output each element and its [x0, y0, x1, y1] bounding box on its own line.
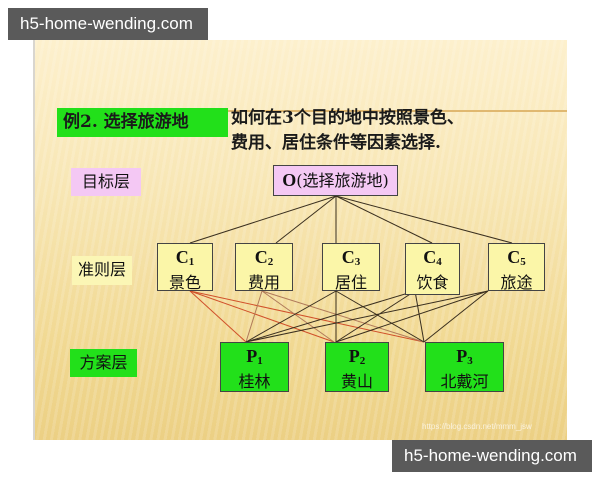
source-credit: https://blog.csdn.net/mmm_jsw: [422, 422, 532, 431]
criterion-code: C: [507, 247, 521, 267]
alternative-code: P: [456, 346, 468, 366]
alternative-code: P: [348, 346, 360, 366]
goal-name: (选择旅游地): [296, 171, 389, 190]
alternative-code: P: [246, 346, 258, 366]
criterion-subscript: 3: [354, 256, 361, 268]
criterion-node-c4: C4 饮食: [405, 243, 460, 295]
goal-code: O: [282, 170, 297, 190]
title-rule: [65, 110, 567, 112]
criterion-node-c2: C2 费用: [235, 243, 293, 292]
goal-node: O(选择旅游地): [273, 165, 398, 196]
alternative-node-p3: P3 北戴河: [425, 342, 504, 392]
problem-line-2: 费用、居住条件等因素选择.: [231, 133, 441, 153]
criterion-name: 旅途: [500, 273, 533, 292]
watermark-top: h5-home-wending.com: [8, 8, 208, 40]
alternative-name: 北戴河: [440, 372, 489, 391]
problem-line-1: 如何在3个目的地中按照景色、: [231, 108, 464, 128]
alternative-node-p2: P2 黄山: [325, 342, 389, 392]
criterion-node-c3: C3 居住: [322, 243, 380, 292]
criterion-subscript: 2: [267, 256, 274, 268]
alternative-node-p1: P1 桂林: [220, 342, 289, 392]
criterion-name: 景色: [168, 273, 201, 292]
criterion-code: C: [175, 247, 189, 267]
criterion-code: C: [423, 247, 437, 267]
problem-statement: 如何在3个目的地中按照景色、 费用、居住条件等因素选择.: [231, 106, 541, 156]
criterion-name: 居住: [334, 273, 367, 292]
alternative-name: 黄山: [340, 372, 373, 391]
criterion-subscript: 1: [188, 256, 195, 268]
criterion-code: C: [254, 247, 268, 267]
criterion-node-c1: C1 景色: [157, 243, 213, 292]
criterion-name: 饮食: [416, 273, 449, 292]
criterion-node-c5: C5 旅途: [488, 243, 545, 292]
example-title-tag: 例2. 选择旅游地: [57, 108, 228, 137]
alternative-subscript: 3: [467, 355, 473, 367]
criterion-name: 费用: [247, 273, 280, 292]
alternatives-layer-label: 方案层: [70, 349, 137, 377]
criterion-subscript: 4: [436, 256, 442, 268]
alternative-name: 桂林: [238, 372, 271, 391]
criterion-code: C: [341, 247, 355, 267]
criterion-subscript: 5: [520, 256, 526, 268]
criteria-layer-label: 准则层: [72, 256, 132, 285]
goal-layer-label: 目标层: [71, 168, 141, 196]
alternative-subscript: 1: [257, 355, 263, 367]
alternative-subscript: 2: [359, 355, 366, 367]
watermark-bottom: h5-home-wending.com: [392, 440, 592, 472]
